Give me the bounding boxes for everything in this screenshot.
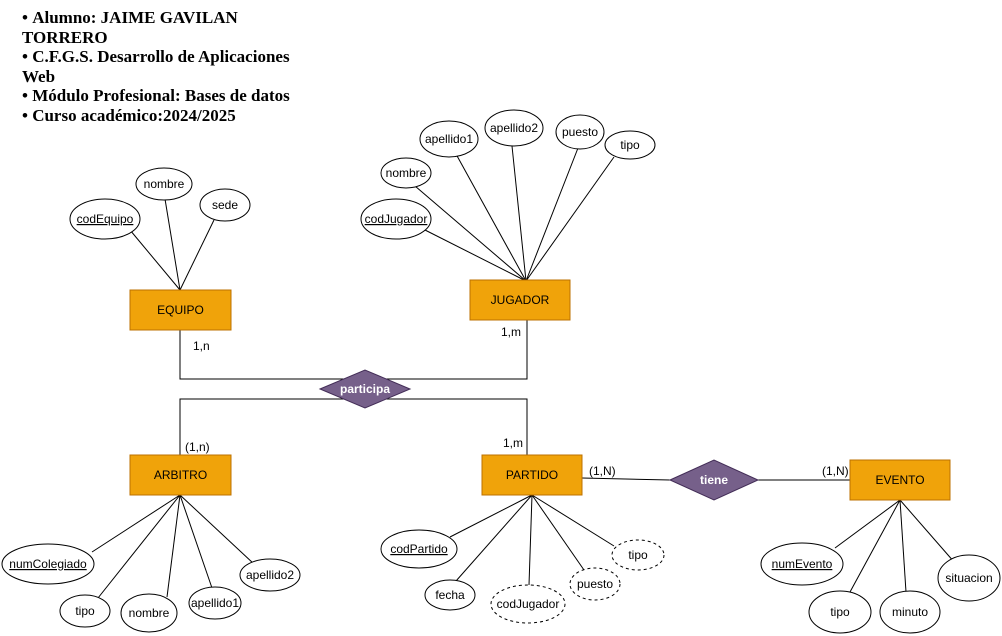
- attribute-numcolegiado[interactable]: numColegiado: [1, 543, 95, 585]
- attribute-arbitro-nombre[interactable]: nombre: [120, 593, 178, 633]
- attribute-codpartido[interactable]: codPartido: [380, 529, 458, 569]
- attribute-label: apellido2: [490, 121, 538, 135]
- attribute-label: apellido2: [246, 568, 294, 582]
- header-line-curso: Curso académico:2024/2025: [22, 106, 302, 126]
- connector-lines: [91, 145, 956, 599]
- relationship-label: participa: [340, 382, 390, 396]
- entity-equipo[interactable]: EQUIPO: [129, 289, 232, 331]
- attribute-jugador-apellido1[interactable]: apellido1: [419, 120, 479, 158]
- relationship-label: tiene: [700, 473, 728, 487]
- attribute-jugador-nombre[interactable]: nombre: [380, 157, 432, 189]
- attribute-label: nombre: [386, 166, 427, 180]
- attribute-label: codJugador: [365, 212, 428, 226]
- attribute-label: nombre: [129, 606, 170, 620]
- attribute-evento-minuto[interactable]: minuto: [879, 590, 941, 634]
- relationship-tiene[interactable]: tiene: [668, 459, 760, 501]
- attribute-label: situacion: [945, 571, 992, 585]
- attribute-jugador-puesto[interactable]: puesto: [555, 114, 605, 150]
- attribute-label: nombre: [144, 177, 185, 191]
- header-info: Alumno: JAIME GAVILAN TORRERO C.F.G.S. D…: [22, 8, 302, 125]
- header-line-ciclo: C.F.G.S. Desarrollo de Aplicaciones Web: [22, 47, 302, 86]
- attribute-codjugador[interactable]: codJugador: [360, 198, 432, 240]
- attribute-label: sede: [212, 198, 238, 212]
- cardinality-arbitro: (1,n): [185, 440, 210, 454]
- attribute-arbitro-tipo[interactable]: tipo: [59, 594, 111, 628]
- attribute-arbitro-apellido2[interactable]: apellido2: [239, 558, 301, 592]
- attribute-label: tipo: [75, 604, 95, 618]
- attribute-label: numEvento: [772, 557, 833, 571]
- attribute-label: minuto: [892, 605, 928, 619]
- header-line-alumno: Alumno: JAIME GAVILAN TORRERO: [22, 8, 302, 47]
- attribute-label: tipo: [628, 548, 648, 562]
- attribute-partido-tipo[interactable]: tipo: [611, 539, 665, 571]
- attribute-jugador-apellido2[interactable]: apellido2: [484, 109, 544, 147]
- attribute-label: puesto: [562, 125, 598, 139]
- cardinality-evento-tiene: (1,N): [822, 464, 849, 478]
- entity-label: EQUIPO: [157, 303, 204, 317]
- attribute-label: fecha: [435, 588, 465, 602]
- attribute-evento-tipo[interactable]: tipo: [808, 590, 872, 634]
- entity-partido[interactable]: PARTIDO: [481, 454, 583, 496]
- attribute-partido-puesto[interactable]: puesto: [569, 567, 621, 601]
- attribute-jugador-tipo[interactable]: tipo: [604, 130, 656, 160]
- attribute-label: apellido1: [191, 596, 239, 610]
- entity-label: EVENTO: [875, 473, 924, 487]
- attribute-label: codJugador: [497, 597, 560, 611]
- attribute-partido-fecha[interactable]: fecha: [424, 579, 476, 611]
- attribute-equipo-sede[interactable]: sede: [199, 188, 251, 222]
- cardinality-partido: 1,m: [503, 436, 523, 450]
- attribute-label: tipo: [830, 605, 850, 619]
- attribute-codequipo[interactable]: codEquipo: [69, 198, 141, 240]
- attribute-equipo-nombre[interactable]: nombre: [135, 167, 193, 201]
- attribute-label: puesto: [577, 577, 613, 591]
- cardinality-jugador: 1,m: [501, 325, 521, 339]
- cardinality-partido-tiene: (1,N): [589, 464, 616, 478]
- attribute-numevento[interactable]: numEvento: [760, 542, 844, 586]
- header-line-modulo: Módulo Profesional: Bases de datos: [22, 86, 302, 106]
- entity-label: ARBITRO: [154, 468, 207, 482]
- attribute-partido-codjugador[interactable]: codJugador: [490, 584, 566, 624]
- entity-evento[interactable]: EVENTO: [849, 459, 951, 501]
- relationship-participa[interactable]: participa: [318, 369, 412, 409]
- attribute-label: tipo: [620, 138, 640, 152]
- attribute-label: numColegiado: [9, 557, 87, 571]
- attribute-label: codEquipo: [77, 212, 134, 226]
- attribute-evento-situacion[interactable]: situacion: [937, 554, 1001, 602]
- entity-jugador[interactable]: JUGADOR: [469, 279, 571, 321]
- attribute-arbitro-apellido1[interactable]: apellido1: [188, 586, 242, 620]
- cardinality-equipo: 1,n: [193, 339, 210, 353]
- entity-label: PARTIDO: [506, 468, 558, 482]
- entity-arbitro[interactable]: ARBITRO: [129, 454, 232, 496]
- entity-label: JUGADOR: [491, 293, 550, 307]
- attribute-label: apellido1: [425, 132, 473, 146]
- attribute-label: codPartido: [390, 542, 448, 556]
